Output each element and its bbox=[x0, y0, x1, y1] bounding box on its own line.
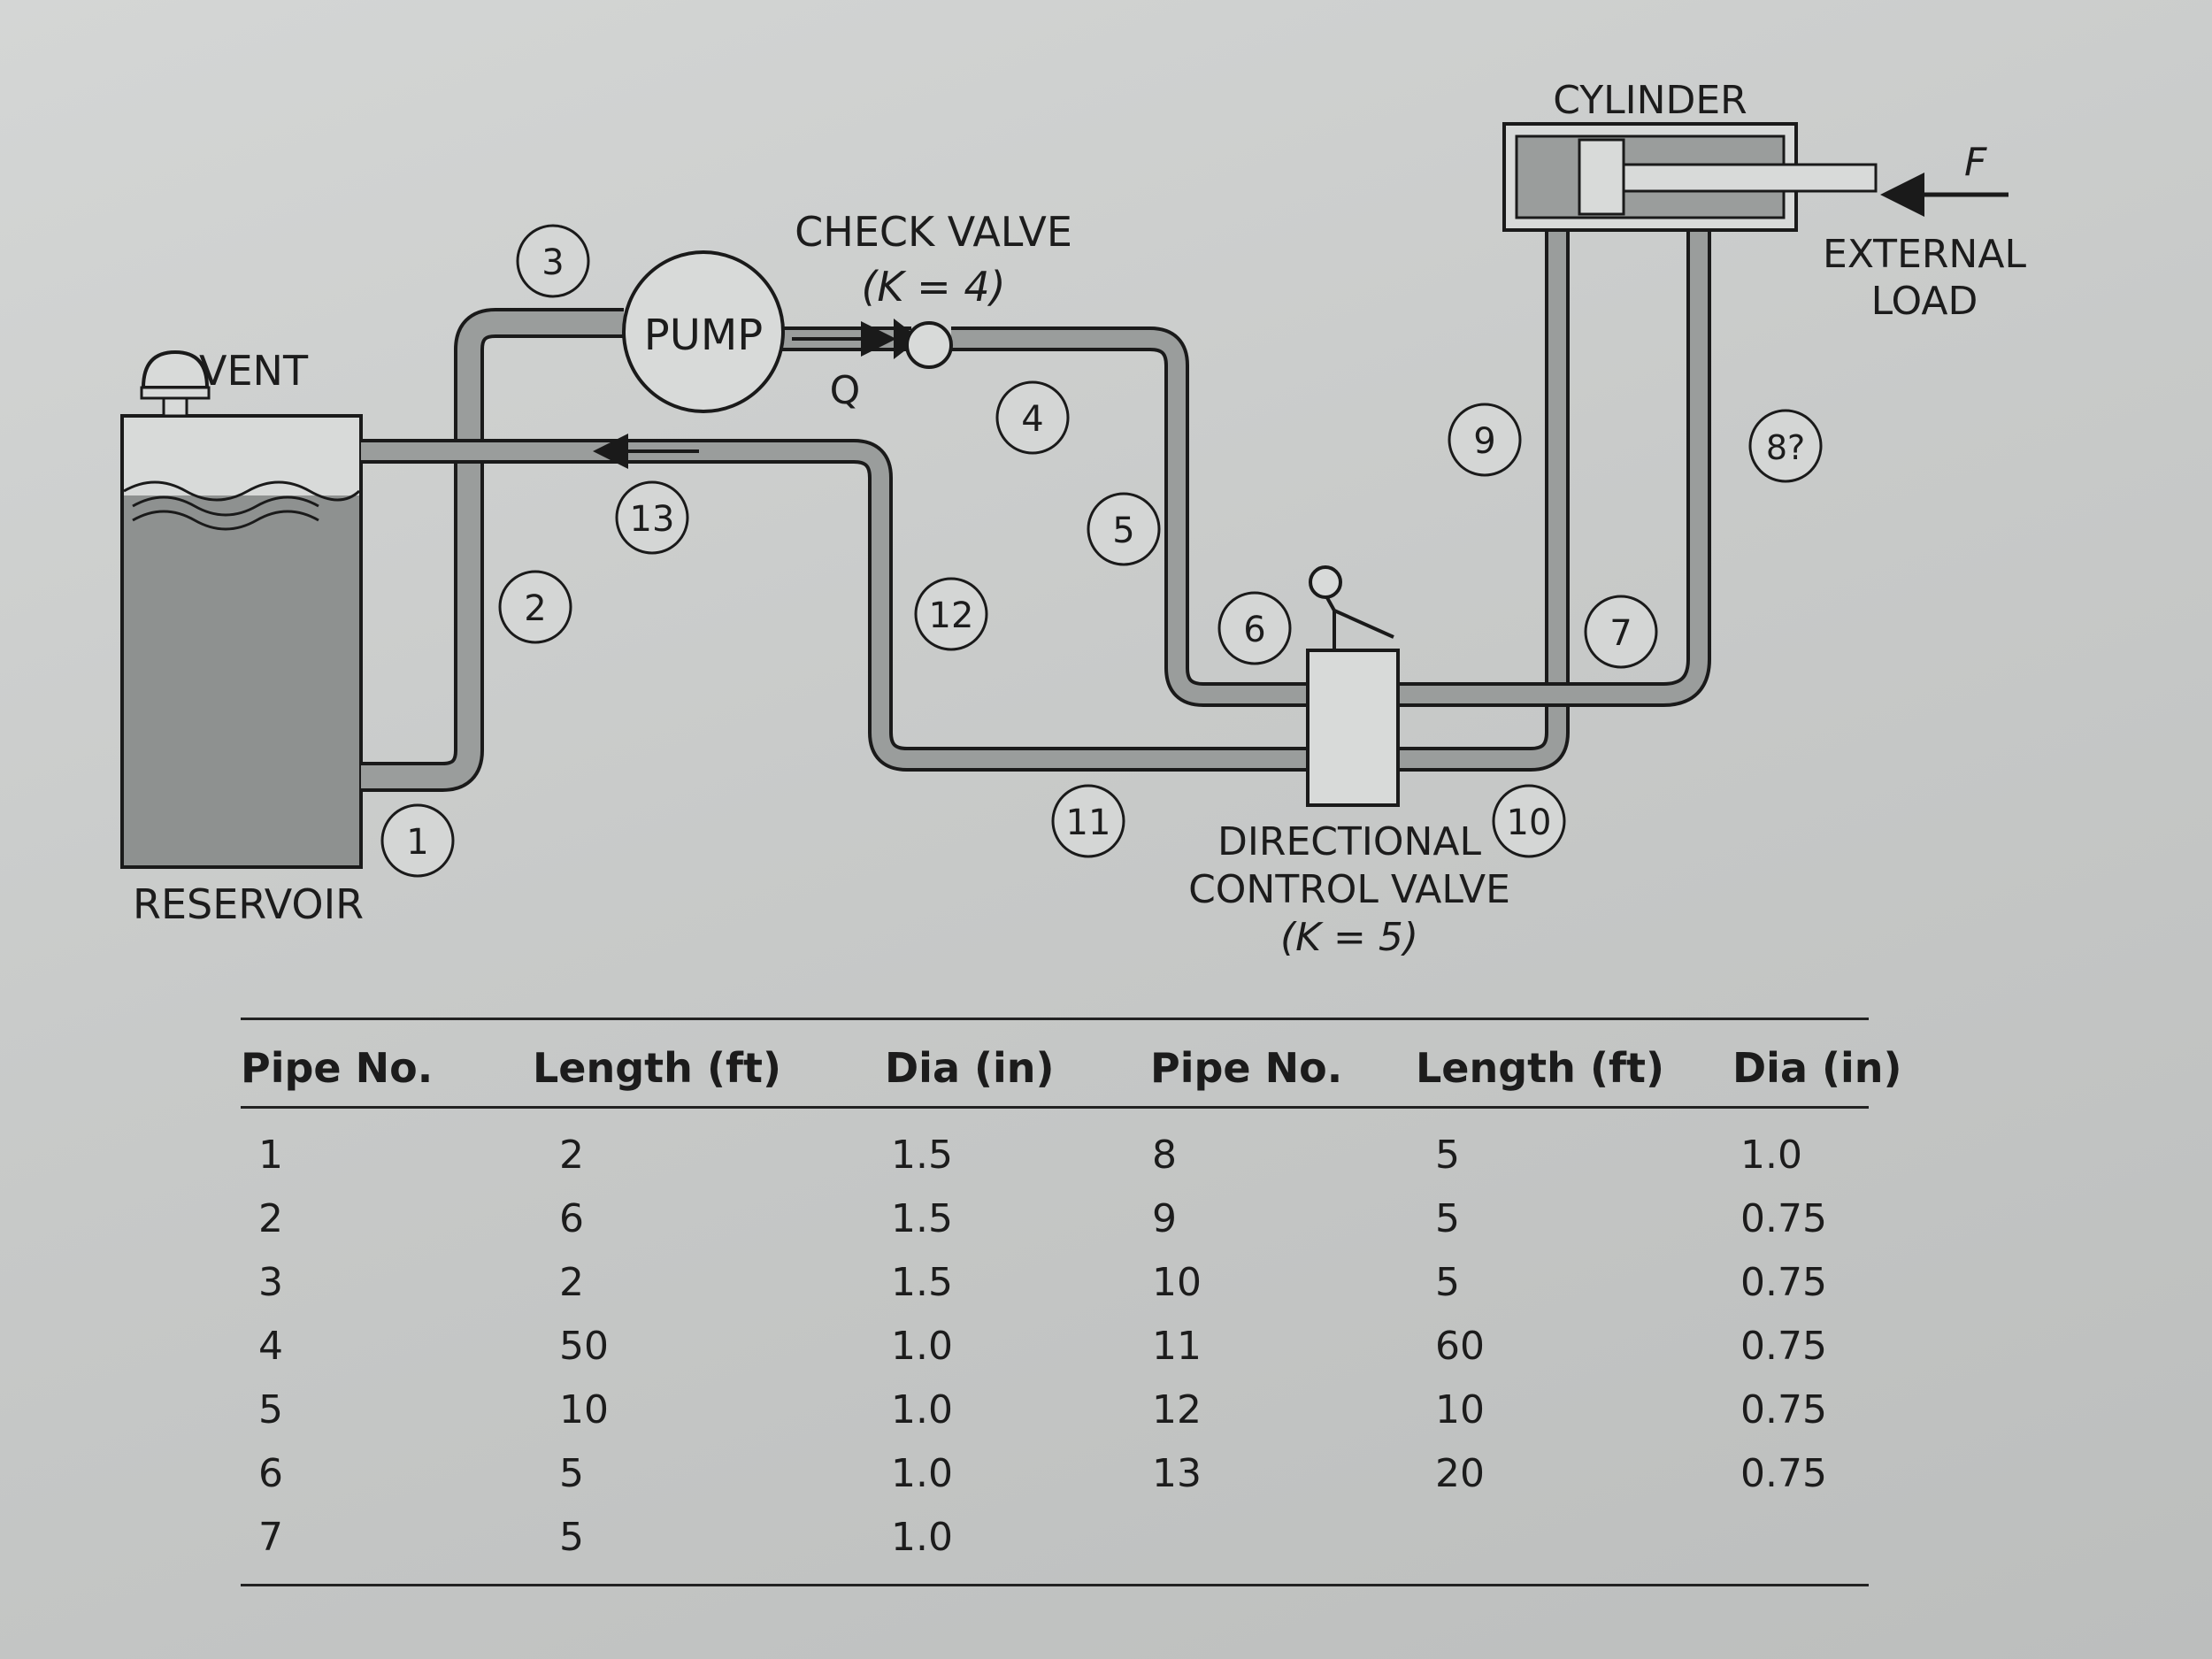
right-table-row-1-col-1: 8 bbox=[1152, 1133, 1177, 1178]
external-load-label-2: LOAD bbox=[1871, 279, 1978, 324]
header-length-right: Length (ft) bbox=[1416, 1044, 1664, 1092]
dcv-label-1: DIRECTIONAL bbox=[1217, 819, 1481, 864]
left-table-row-7-col-1: 7 bbox=[258, 1515, 283, 1560]
left-table-row-5-col-3: 1.0 bbox=[891, 1387, 953, 1432]
left-table-row-2-col-3: 1.5 bbox=[891, 1196, 953, 1241]
table-header-rule bbox=[241, 1106, 1869, 1109]
right-table-row-3-col-3: 0.75 bbox=[1740, 1260, 1827, 1305]
right-table-row-4-col-2: 60 bbox=[1435, 1324, 1485, 1369]
table-top-rule bbox=[241, 1018, 1869, 1020]
right-table-row-1-col-2: 5 bbox=[1435, 1133, 1460, 1178]
right-table-row-3-col-2: 5 bbox=[1435, 1260, 1460, 1305]
svg-text:4: 4 bbox=[1021, 399, 1043, 440]
pipe-marker-4: 4 bbox=[995, 380, 1070, 455]
dcv-k-label: (K = 5) bbox=[1280, 915, 1418, 960]
svg-text:9: 9 bbox=[1473, 421, 1495, 462]
left-table-row-7-col-2: 5 bbox=[559, 1515, 584, 1560]
hydraulic-circuit-diagram: VENT RESERVOIR PUMP Q CHECK VALVE (K = 4… bbox=[120, 78, 2026, 960]
svg-text:5: 5 bbox=[1112, 511, 1134, 551]
pipe-marker-11: 11 bbox=[1051, 784, 1125, 858]
left-table-row-1-col-3: 1.5 bbox=[891, 1133, 953, 1178]
left-table-row-4-col-2: 50 bbox=[559, 1324, 609, 1369]
external-load-label-1: EXTERNAL bbox=[1823, 232, 2026, 277]
right-table-row-5-col-3: 0.75 bbox=[1740, 1387, 1827, 1432]
table-bottom-rule bbox=[241, 1584, 1869, 1586]
svg-text:7: 7 bbox=[1609, 613, 1632, 654]
svg-text:8?: 8? bbox=[1766, 428, 1805, 467]
pipe-marker-1: 1 bbox=[380, 803, 455, 878]
svg-text:11: 11 bbox=[1066, 803, 1111, 843]
left-table-row-3-col-1: 3 bbox=[258, 1260, 283, 1305]
left-table-row-3-col-3: 1.5 bbox=[891, 1260, 953, 1305]
pipe-marker-6: 6 bbox=[1217, 591, 1292, 665]
svg-text:3: 3 bbox=[541, 242, 564, 283]
reservoir bbox=[120, 414, 363, 869]
cylinder-label: CYLINDER bbox=[1553, 78, 1747, 123]
right-table-row-2-col-3: 0.75 bbox=[1740, 1196, 1827, 1241]
flow-label: Q bbox=[830, 368, 861, 413]
right-table-row-2-col-2: 5 bbox=[1435, 1196, 1460, 1241]
left-table-row-4-col-3: 1.0 bbox=[891, 1324, 953, 1369]
pipes-return bbox=[361, 217, 1570, 772]
svg-text:1: 1 bbox=[406, 822, 428, 863]
header-dia-right: Dia (in) bbox=[1732, 1044, 1902, 1092]
pipe-marker-8: 8? bbox=[1748, 409, 1823, 483]
pipe-marker-9: 9 bbox=[1448, 403, 1522, 477]
left-table-row-1-col-1: 1 bbox=[258, 1133, 283, 1178]
vent-label: VENT bbox=[199, 347, 309, 395]
pipe-marker-5: 5 bbox=[1087, 492, 1161, 566]
right-table-row-4-col-3: 0.75 bbox=[1740, 1324, 1827, 1369]
svg-text:12: 12 bbox=[929, 595, 974, 636]
left-table-row-4-col-1: 4 bbox=[258, 1324, 283, 1369]
right-table-row-4-col-1: 11 bbox=[1152, 1324, 1202, 1369]
pipes-main bbox=[361, 308, 624, 792]
right-table-row-5-col-1: 12 bbox=[1152, 1387, 1202, 1432]
pipe-marker-12: 12 bbox=[914, 577, 988, 651]
header-pipe-no-left: Pipe No. bbox=[241, 1044, 434, 1092]
svg-text:6: 6 bbox=[1243, 610, 1265, 650]
left-table-row-1-col-2: 2 bbox=[559, 1133, 584, 1178]
directional-control-valve bbox=[1306, 565, 1400, 807]
header-length-left: Length (ft) bbox=[533, 1044, 781, 1092]
pump-label: PUMP bbox=[644, 311, 763, 360]
left-table-row-6-col-3: 1.0 bbox=[891, 1451, 953, 1496]
dcv-label-2: CONTROL VALVE bbox=[1188, 867, 1510, 912]
right-table-row-1-col-3: 1.0 bbox=[1740, 1133, 1802, 1178]
pipe-marker-7: 7 bbox=[1584, 595, 1658, 669]
right-table-row-3-col-1: 10 bbox=[1152, 1260, 1202, 1305]
left-table-row-2-col-1: 2 bbox=[258, 1196, 283, 1241]
right-table-row-6-col-2: 20 bbox=[1435, 1451, 1485, 1496]
left-table-row-5-col-2: 10 bbox=[559, 1387, 609, 1432]
left-table-row-7-col-3: 1.0 bbox=[891, 1515, 953, 1560]
check-valve-k-label: (K = 4) bbox=[861, 263, 1005, 311]
left-table-row-6-col-2: 5 bbox=[559, 1451, 584, 1496]
right-table-row-2-col-1: 9 bbox=[1152, 1196, 1177, 1241]
check-valve bbox=[792, 319, 953, 369]
left-table-row-5-col-1: 5 bbox=[258, 1387, 283, 1432]
force-label: F bbox=[1964, 140, 1987, 185]
svg-text:10: 10 bbox=[1507, 803, 1552, 843]
right-table-row-5-col-2: 10 bbox=[1435, 1387, 1485, 1432]
left-table-row-2-col-2: 6 bbox=[559, 1196, 584, 1241]
vent-cap bbox=[140, 349, 211, 418]
pump bbox=[622, 250, 785, 413]
pipes-cylinder bbox=[1398, 217, 1711, 707]
pipe-marker-10: 10 bbox=[1492, 784, 1566, 858]
left-table-row-3-col-2: 2 bbox=[559, 1260, 584, 1305]
cylinder bbox=[1502, 122, 1878, 232]
pipe-marker-3: 3 bbox=[516, 224, 590, 298]
reservoir-label: RESERVOIR bbox=[133, 880, 364, 928]
right-table-row-6-col-1: 13 bbox=[1152, 1451, 1202, 1496]
svg-text:2: 2 bbox=[524, 588, 546, 629]
check-valve-label: CHECK VALVE bbox=[795, 208, 1072, 256]
header-pipe-no-right: Pipe No. bbox=[1150, 1044, 1343, 1092]
pipe-marker-13: 13 bbox=[615, 480, 689, 555]
left-table-row-6-col-1: 6 bbox=[258, 1451, 283, 1496]
svg-text:13: 13 bbox=[630, 499, 675, 540]
pipe-markers: 1 2 3 4 5 6 7 8? 9 10 11 12 13 bbox=[380, 224, 1823, 878]
right-table-row-6-col-3: 0.75 bbox=[1740, 1451, 1827, 1496]
pipe-marker-2: 2 bbox=[498, 570, 572, 644]
header-dia-left: Dia (in) bbox=[885, 1044, 1055, 1092]
